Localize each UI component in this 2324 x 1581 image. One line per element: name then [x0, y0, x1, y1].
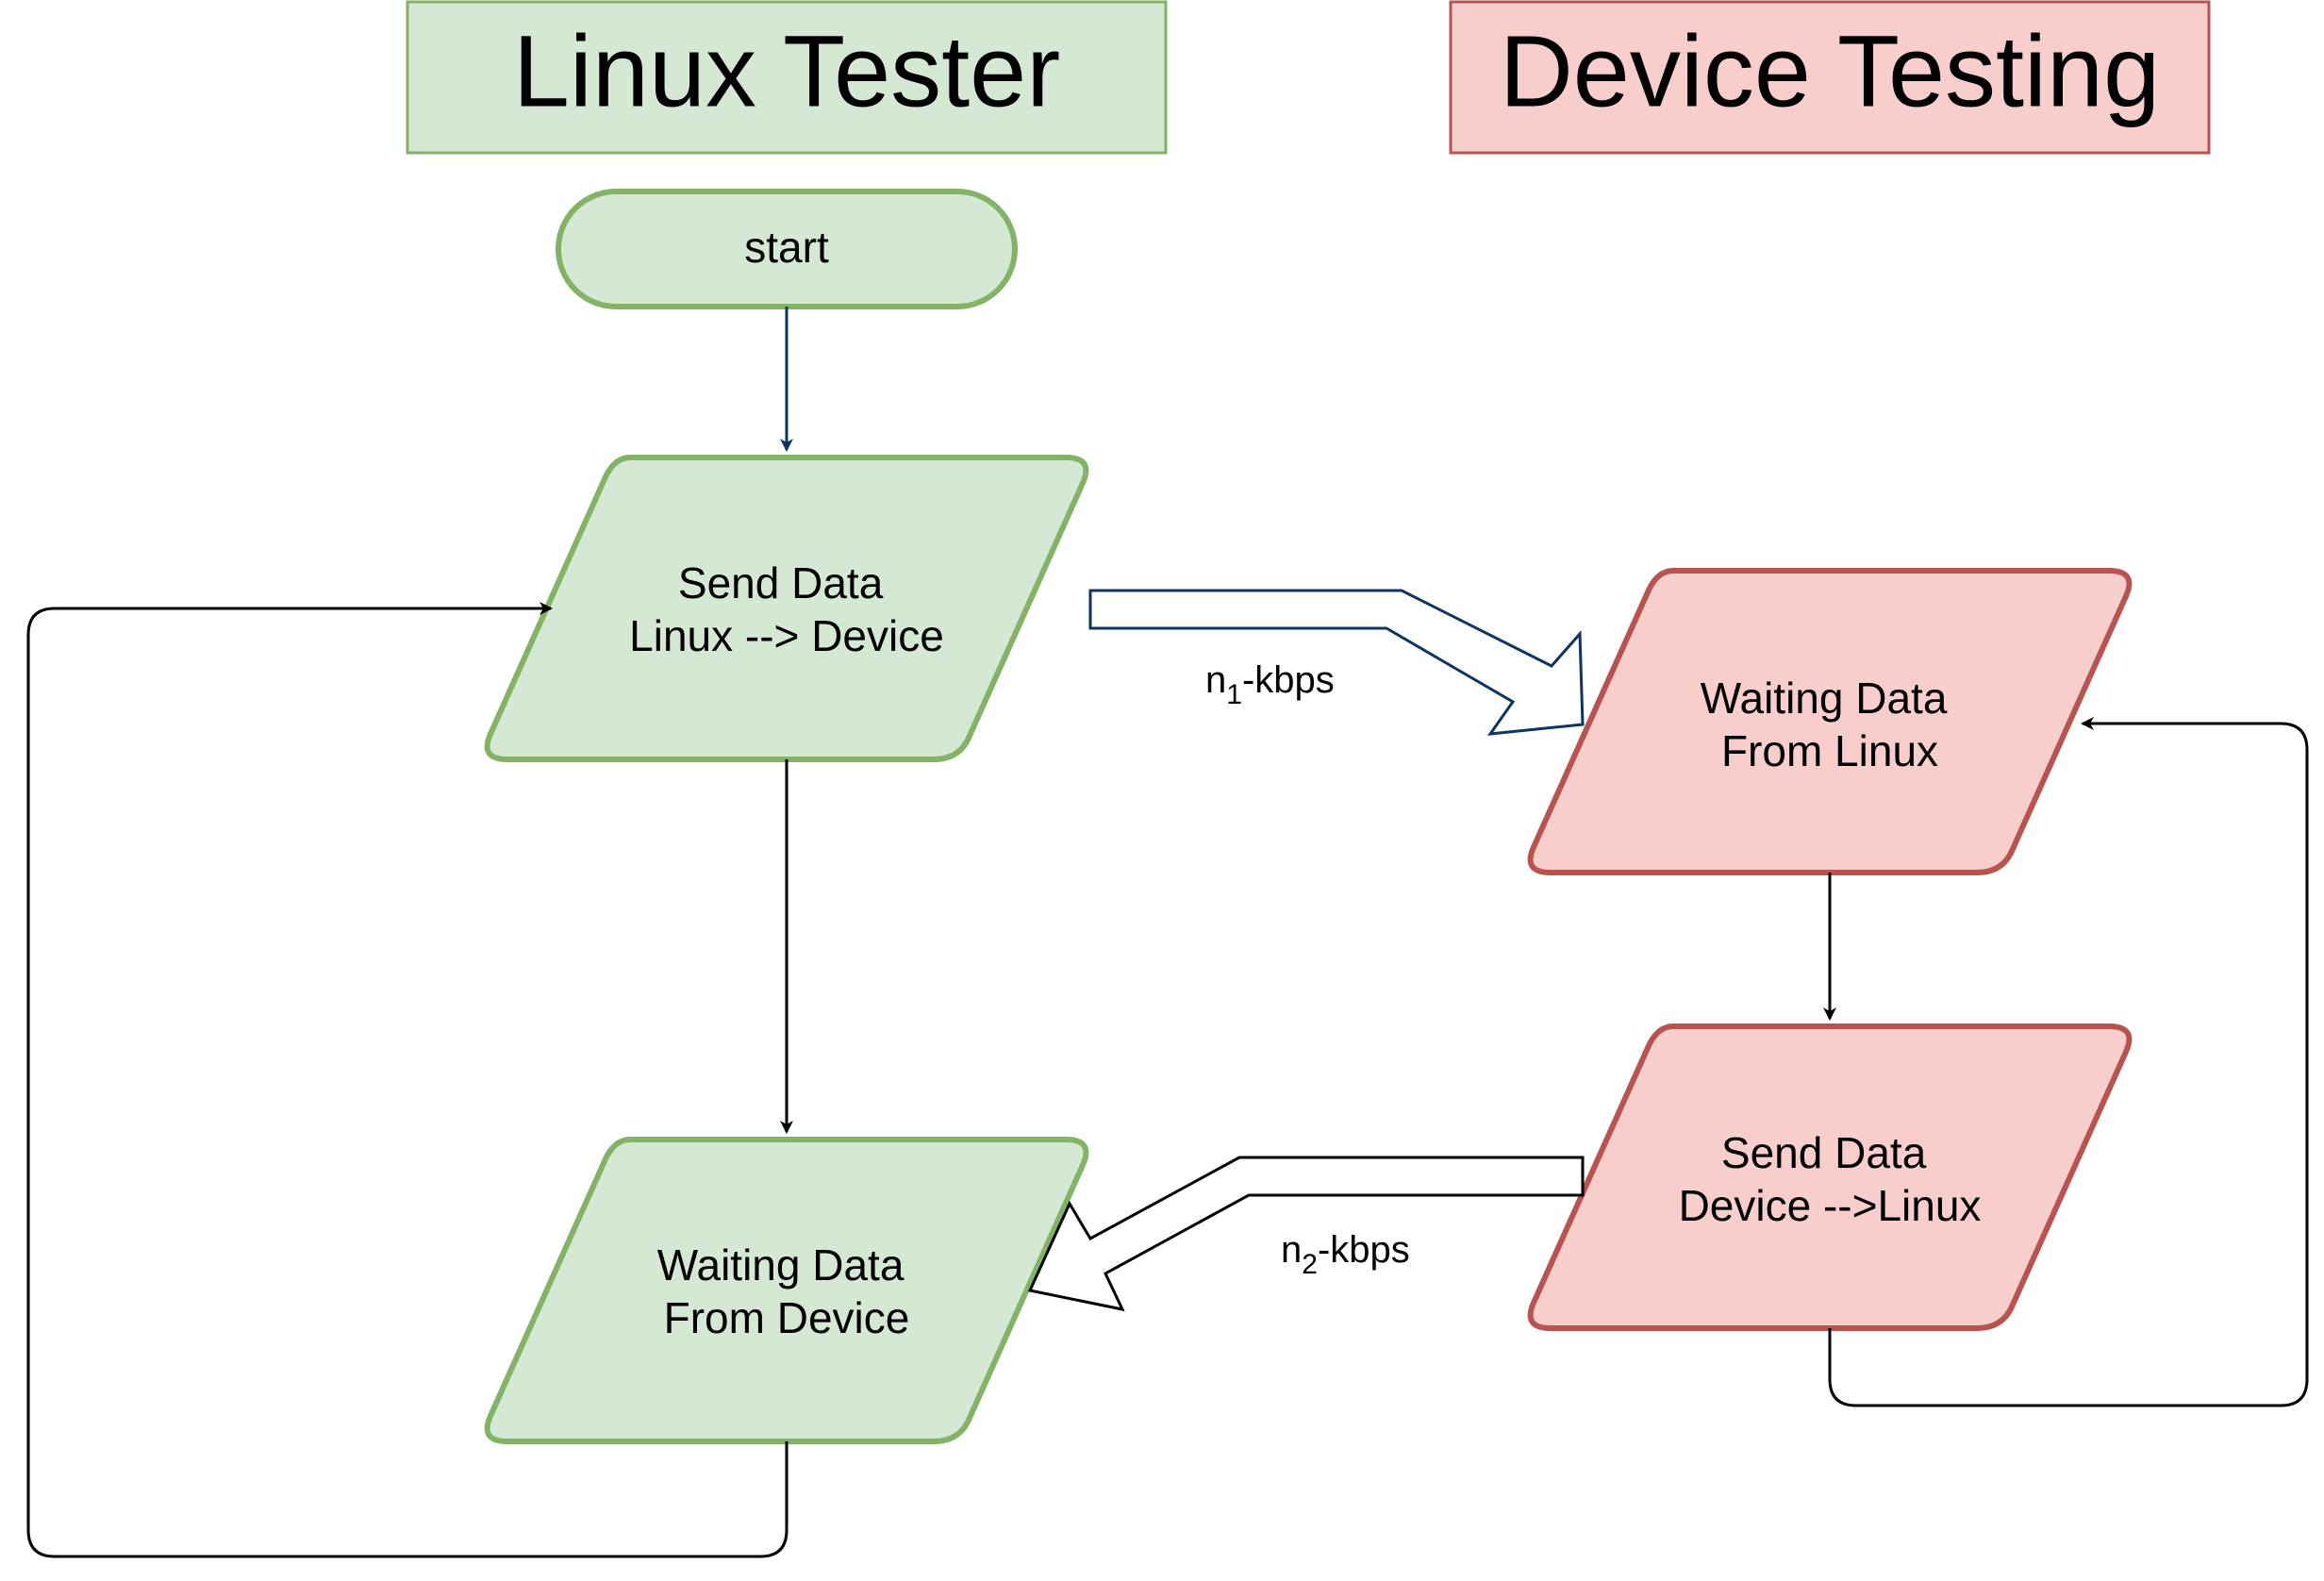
- waiting-data-from-device-label: Waiting Data From Device: [657, 1240, 916, 1342]
- transfer-arrow-device-to-linux: [1027, 1156, 1585, 1312]
- send-data-linux-label: Send Data Linux --> Device: [629, 558, 944, 660]
- send-data-device-line2: Device -->Linux: [1679, 1181, 1982, 1230]
- send-data-device-label: Send Data Device -->Linux: [1679, 1128, 1982, 1230]
- device-testing-title: Device Testing: [1500, 14, 2160, 128]
- waiting-linux-line2: From Linux: [1721, 726, 1938, 775]
- waiting-data-from-device-node: Waiting Data From Device: [484, 1137, 1089, 1444]
- edge-loop-send-device-to-waiting-linux: [1828, 717, 2309, 1407]
- linux-tester-title: Linux Tester: [513, 14, 1060, 128]
- send-data-device-node: Send Data Device -->Linux: [1527, 1023, 2133, 1331]
- n1-subscript: 1: [1226, 679, 1242, 710]
- waiting-device-line1: Waiting Data: [657, 1240, 905, 1290]
- linux-tester-lane-header: Linux Tester: [406, 0, 1168, 155]
- n1-base: n: [1205, 659, 1226, 701]
- waiting-linux-line1: Waiting Data: [1701, 674, 1948, 723]
- n2-suffix: -kbps: [1318, 1229, 1410, 1271]
- n2-base: n: [1281, 1229, 1302, 1271]
- device-testing-lane-header: Device Testing: [1449, 0, 2211, 155]
- send-data-linux-node: Send Data Linux --> Device: [484, 455, 1089, 762]
- send-data-device-line1: Send Data: [1721, 1128, 1927, 1177]
- start-label: start: [744, 223, 829, 272]
- n2-subscript: 2: [1302, 1249, 1318, 1280]
- edge-loop-waiting-device-to-send-linux: [26, 602, 788, 1558]
- n1-kbps-label: n1-kbps: [1205, 659, 1335, 710]
- send-data-linux-line2: Linux --> Device: [629, 611, 944, 660]
- n2-kbps-label: n2-kbps: [1281, 1229, 1410, 1280]
- start-node: start: [556, 189, 1018, 309]
- n1-suffix: -kbps: [1242, 659, 1335, 701]
- send-data-linux-line1: Send Data: [678, 558, 884, 607]
- transfer-arrow-linux-to-device: [1088, 589, 1585, 736]
- waiting-device-line2: From Device: [664, 1293, 910, 1342]
- waiting-data-from-linux-node: Waiting Data From Linux: [1527, 568, 2133, 875]
- waiting-data-from-linux-label: Waiting Data From Linux: [1701, 674, 1959, 775]
